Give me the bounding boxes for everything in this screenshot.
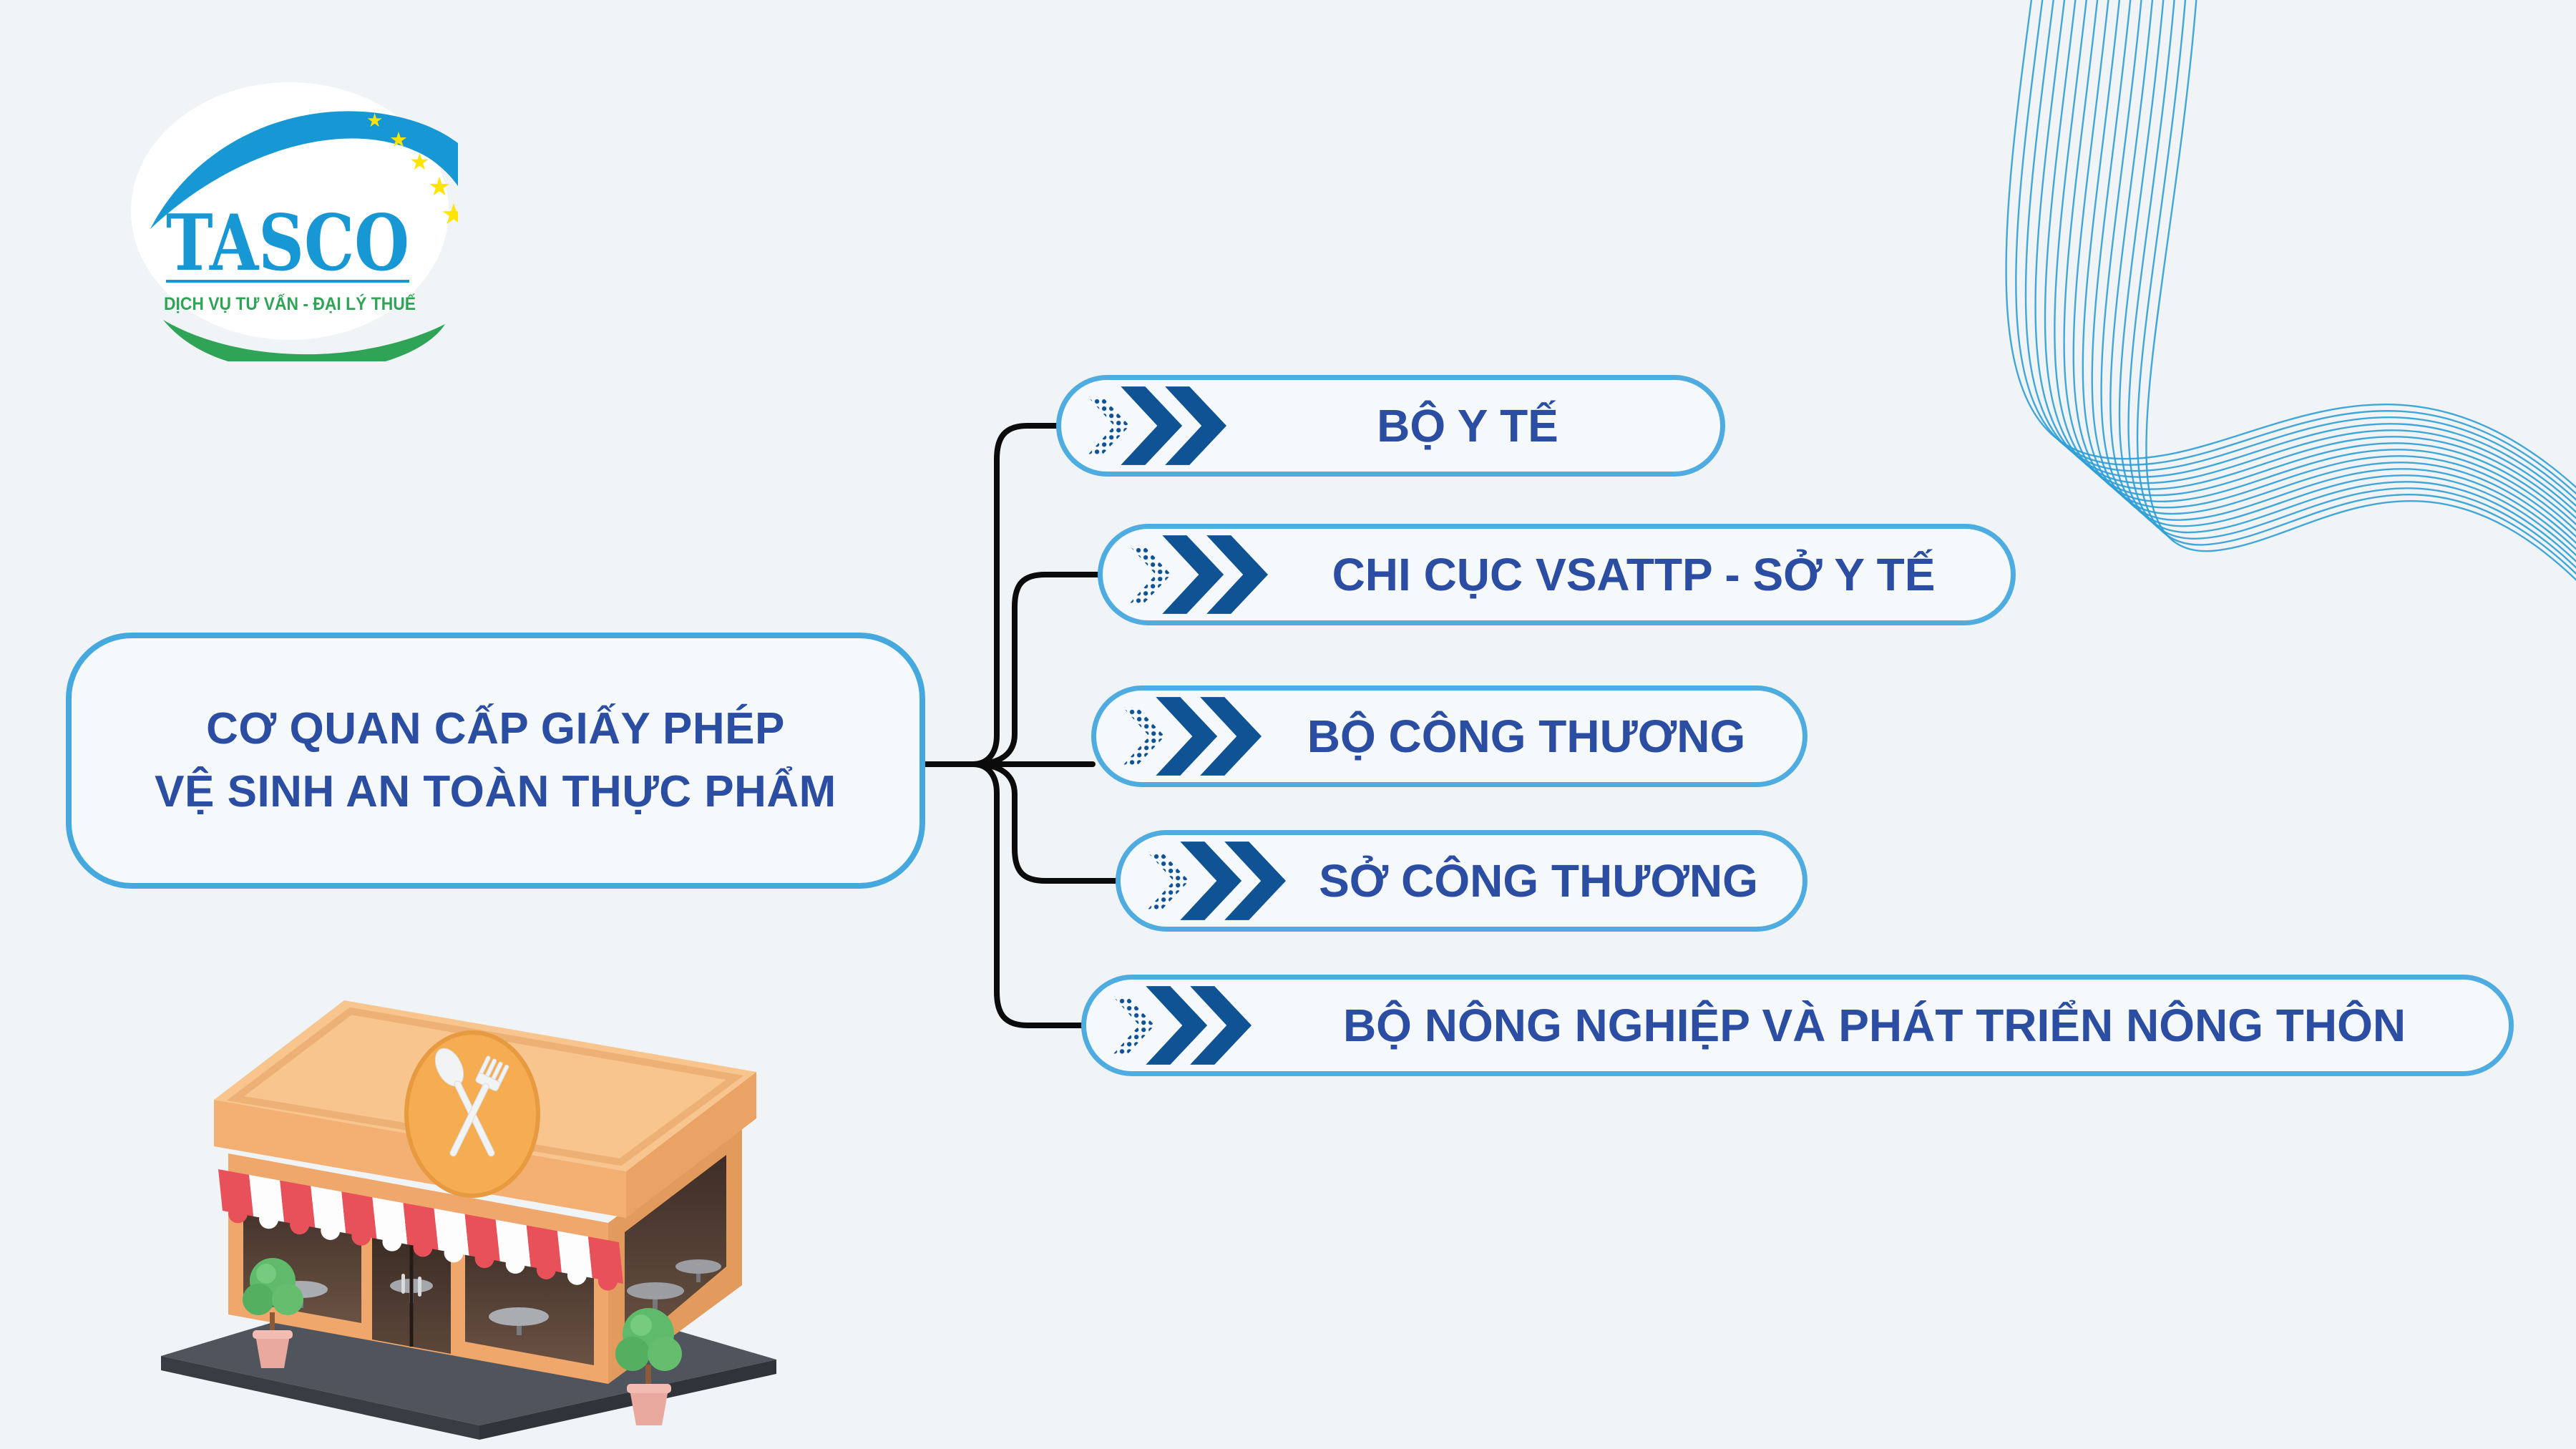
main-topic-line2: VỆ SINH AN TOÀN THỰC PHẨM [155,767,836,816]
double-chevron-right-icon [1128,535,1269,614]
restaurant-storefront-illustration [161,1000,776,1440]
double-chevron-right-icon [1146,841,1287,920]
svg-text:★: ★ [409,148,430,175]
branch-label-5: BỘ NÔNG NGHIỆP VÀ PHÁT TRIỂN NÔNG THÔN [1342,1000,2406,1051]
potted-plant-left [243,1258,303,1368]
main-topic-box: CƠ QUAN CẤP GIẤY PHÉP VỆ SINH AN TOÀN TH… [66,633,925,889]
logo-swoosh-top [150,111,458,229]
logo-ellipse [131,82,449,340]
svg-text:★: ★ [441,198,458,231]
connector-branch-5 [970,761,1088,1028]
branch-label-1: BỘ Y TẾ [1377,400,1558,452]
svg-text:★: ★ [366,110,383,132]
double-chevron-right-icon [1112,986,1252,1065]
branch-label-3: BỘ CÔNG THƯƠNG [1307,711,1746,762]
branch-item-5: BỘ NÔNG NGHIỆP VÀ PHÁT TRIỂN NÔNG THÔN [1081,975,2514,1076]
logo-brand-text: TASCO [166,198,409,288]
branch-label-4: SỞ CÔNG THƯƠNG [1319,855,1758,907]
branch-item-2: CHI CỤC VSATTP - SỞ Y TẾ [1098,524,2016,625]
connector-branch-4 [970,761,1123,884]
right-window-tables [627,1259,721,1309]
right-window [625,1155,726,1352]
branch-label-2: CHI CỤC VSATTP - SỞ Y TẾ [1332,549,1936,600]
branch-item-1: BỘ Y TẾ [1056,375,1725,477]
logo-swoosh-bottom [163,320,445,361]
branch-item-3: BỘ CÔNG THƯƠNG [1091,686,1807,787]
double-chevron-right-icon [1087,386,1227,465]
logo-stars: ★ ★ ★ ★ ★ [366,110,458,231]
spoon-fork-sign-icon [404,1030,540,1198]
tasco-logo: ★ ★ ★ ★ ★ TASCO DỊCH VỤ TƯ VẤN - ĐẠI LÝ … [122,68,458,361]
svg-text:★: ★ [389,127,408,152]
logo-underline [166,280,409,283]
branch-item-4: SỞ CÔNG THƯƠNG [1116,830,1807,932]
striped-awning [218,1169,623,1291]
svg-text:★: ★ [428,172,451,202]
potted-plant-right [615,1308,682,1425]
logo-tagline: DỊCH VỤ TƯ VẤN - ĐẠI LÝ THUẾ [164,293,416,314]
main-topic-line1: CƠ QUAN CẤP GIẤY PHÉP [206,704,785,753]
connector-branch-1 [970,423,1063,767]
connector-branch-2 [970,572,1105,767]
double-chevron-right-icon [1122,697,1262,776]
